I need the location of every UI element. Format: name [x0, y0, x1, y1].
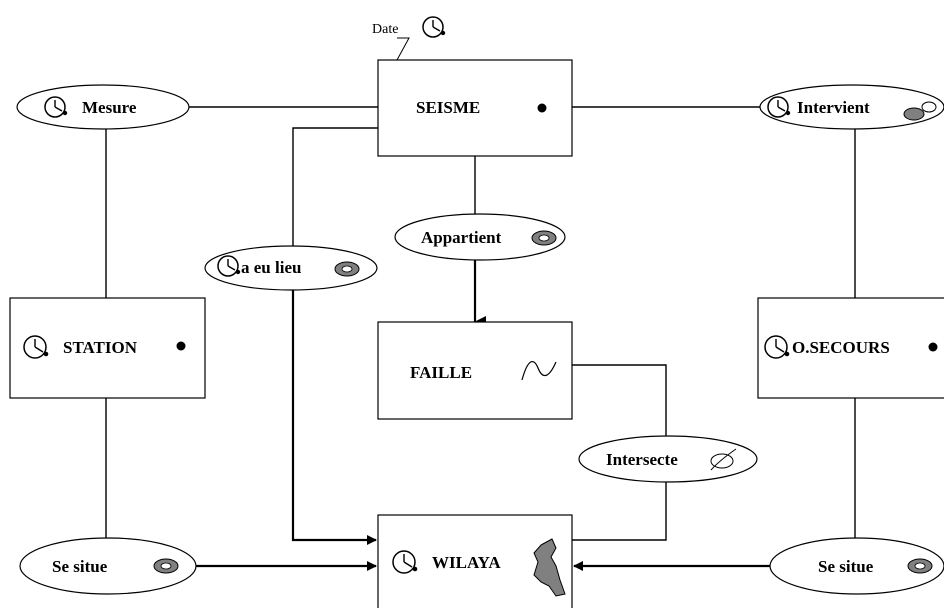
clock-icon: [44, 96, 68, 118]
entity-faille[interactable]: FAILLE: [377, 321, 573, 420]
polygon-region-icon: [533, 538, 566, 597]
relation-a-eu-lieu[interactable]: a eu lieu: [204, 245, 378, 291]
relation-mesure-label: Mesure: [82, 98, 137, 117]
clock-icon: [764, 335, 790, 359]
clock-icon: [392, 550, 418, 574]
point-icon: [537, 103, 547, 113]
intersecte-wilaya-link: [572, 482, 667, 541]
entity-faille-label: FAILLE: [410, 363, 472, 382]
region-icon: [907, 558, 933, 574]
relation-se-situe-left-label: Se situe: [52, 557, 108, 576]
relation-intervient[interactable]: Intervient: [759, 84, 944, 130]
clock-icon: [23, 335, 49, 359]
relation-se-situe-right-label: Se situe: [818, 557, 874, 576]
relation-appartient[interactable]: Appartient: [394, 213, 566, 261]
entity-station-label: STATION: [63, 338, 138, 357]
region-icon: [531, 230, 557, 246]
point-icon: [176, 341, 186, 351]
date-label: Date: [372, 22, 398, 37]
relation-se-situe-right[interactable]: Se situe: [769, 537, 944, 595]
relation-intersecte[interactable]: Intersecte: [578, 435, 758, 483]
aeulieu-wilaya-arrow: [291, 289, 377, 545]
entity-wilaya[interactable]: WILAYA: [377, 514, 573, 608]
clock-icon: [767, 96, 791, 118]
entity-seisme[interactable]: SEISME: [377, 59, 573, 157]
date-connector: [396, 37, 410, 61]
point-icon: [928, 342, 938, 352]
connectors: [105, 37, 856, 571]
line-region-icon: [710, 448, 737, 471]
region-icon: [334, 261, 360, 277]
relation-intersecte-label: Intersecte: [606, 450, 678, 469]
relation-a-eu-lieu-label: a eu lieu: [241, 258, 301, 277]
relation-mesure[interactable]: Mesure: [16, 84, 190, 130]
relation-intervient-label: Intervient: [797, 98, 870, 117]
entity-seisme-label: SEISME: [416, 98, 480, 117]
region-line-icon: [903, 101, 937, 121]
entity-wilaya-label: WILAYA: [432, 553, 501, 572]
relation-se-situe-left[interactable]: Se situe: [19, 537, 197, 595]
entity-osecours-label: O.SECOURS: [792, 338, 890, 357]
region-icon: [153, 558, 179, 574]
clock-icon: [217, 255, 241, 277]
faille-intersecte-link: [572, 364, 667, 437]
date-annotation: Date: [372, 16, 446, 38]
relation-appartient-label: Appartient: [421, 228, 502, 247]
clock-icon: [422, 16, 446, 38]
entity-osecours[interactable]: O.SECOURS: [757, 297, 944, 399]
entity-station[interactable]: STATION: [9, 297, 206, 399]
seisme-aeulieu-link: [292, 127, 378, 247]
line-icon: [521, 361, 557, 381]
